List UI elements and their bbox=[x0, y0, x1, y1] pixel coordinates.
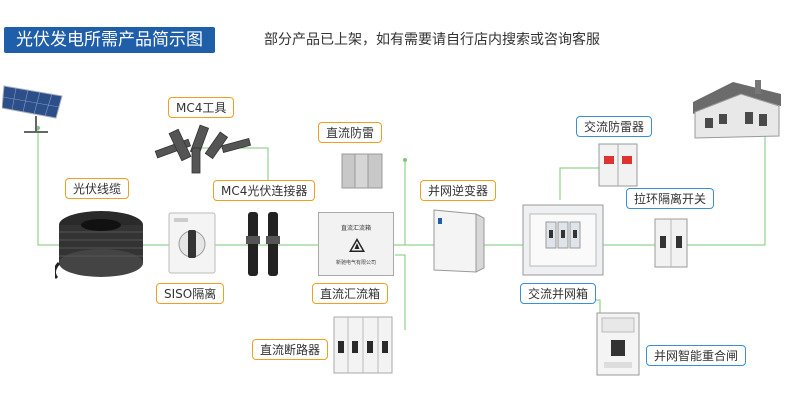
dc-combiner-box: 直流汇流箱 新驰电气有限公司 bbox=[318, 212, 394, 276]
dc-spd-icon bbox=[341, 153, 383, 189]
label-inverter: 并网逆变器 bbox=[420, 180, 497, 201]
label-pv-cable: 光伏线缆 bbox=[65, 178, 130, 199]
combiner-label-top: 直流汇流箱 bbox=[340, 225, 371, 232]
combiner-label-bottom: 新驰电气有限公司 bbox=[335, 260, 376, 266]
label-dc-combiner: 直流汇流箱 bbox=[312, 283, 389, 304]
smart-reclose-icon bbox=[596, 312, 640, 376]
link-ac-spd bbox=[559, 167, 600, 200]
label-ac-spd: 交流防雷器 bbox=[576, 116, 653, 137]
header: 光伏发电所需产品简示图 部分产品已上架，如有需要请自行店内搜索或咨询客服 bbox=[0, 0, 790, 72]
label-mc4-connector: MC4光伏连接器 bbox=[213, 180, 316, 201]
solar-panel-icon bbox=[2, 85, 63, 133]
label-dc-spd: 直流防雷 bbox=[318, 122, 383, 143]
label-ac-box: 交流并网箱 bbox=[520, 283, 597, 304]
inverter-icon bbox=[433, 209, 485, 273]
mc4-connector-icon bbox=[246, 212, 280, 276]
link-breaker bbox=[395, 254, 406, 330]
label-mc4-tool: MC4工具 bbox=[168, 97, 235, 118]
label-siso: SISO隔离 bbox=[156, 283, 225, 304]
page-title: 光伏发电所需产品简示图 bbox=[4, 27, 215, 53]
label-dc-breaker: 直流断路器 bbox=[252, 339, 329, 360]
ac-spd-icon bbox=[598, 143, 638, 187]
pull-ring-switch-icon bbox=[654, 218, 688, 268]
mc4-tools-icon bbox=[154, 124, 252, 174]
siso-isolator-icon bbox=[168, 212, 216, 274]
page-subtitle: 部分产品已上架，如有需要请自行店内搜索或咨询客服 bbox=[264, 32, 600, 48]
label-pull-switch: 拉环隔离开关 bbox=[626, 188, 715, 209]
pv-cable-coil-icon bbox=[55, 211, 143, 280]
dot-3 bbox=[403, 158, 407, 162]
warning-icon bbox=[349, 238, 365, 252]
dc-breaker-icon bbox=[333, 316, 393, 374]
house-icon bbox=[693, 80, 781, 139]
ac-grid-box-icon bbox=[522, 204, 604, 276]
label-smart-reclose: 并网智能重合闸 bbox=[646, 345, 747, 366]
